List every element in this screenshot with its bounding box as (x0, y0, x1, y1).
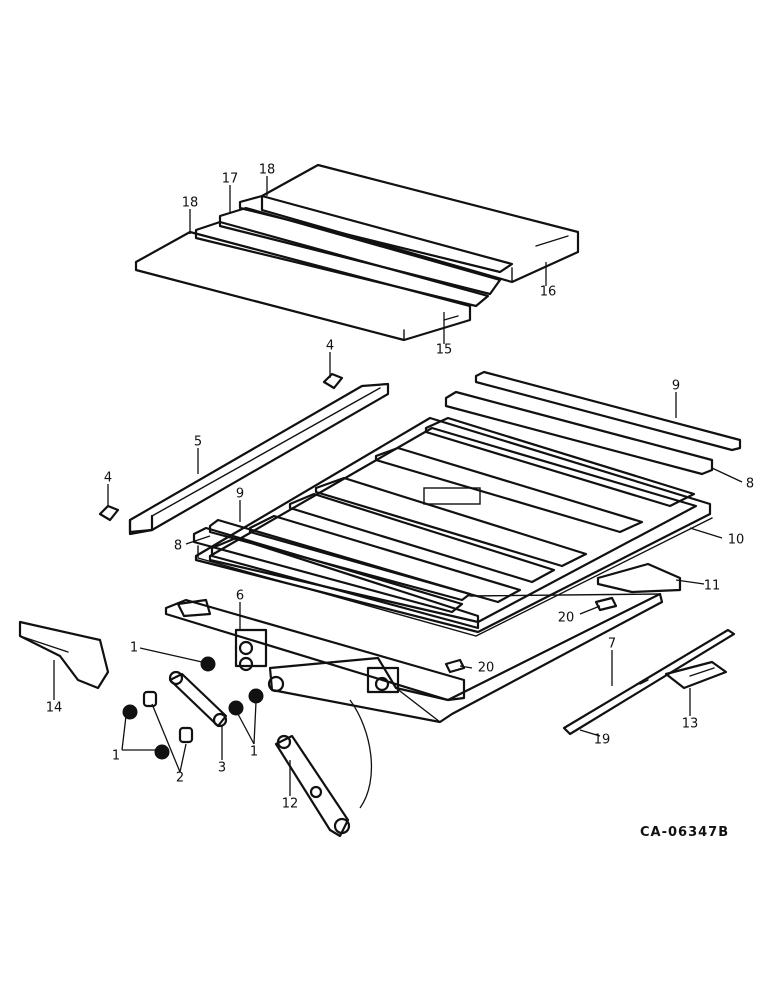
strip-9-left (208, 518, 472, 602)
frame-10-outline (194, 416, 712, 634)
callout-6: 6 (236, 589, 244, 604)
bar-6-bracket (176, 598, 212, 618)
drawing-code: CA-06347B (640, 825, 729, 840)
crossmember-d (374, 446, 644, 534)
side-channel-assembly (98, 372, 390, 536)
callout-8: 8 (746, 477, 754, 492)
bushing-1-a (200, 656, 216, 672)
callout-20: 20 (558, 611, 575, 626)
pan-15 (134, 230, 472, 342)
callout-9: 9 (672, 379, 680, 394)
callout-7: 7 (608, 637, 616, 652)
rod-19 (562, 628, 736, 736)
bar-6 (164, 598, 466, 702)
callout-2: 2 (176, 771, 184, 786)
clip-20-upper (594, 596, 618, 612)
callout-18: 18 (182, 196, 199, 211)
channel-5 (128, 382, 390, 534)
callout-1: 1 (112, 749, 120, 764)
callout-4: 4 (326, 339, 334, 354)
crossmember-c (314, 476, 588, 568)
clip-4-upper (322, 372, 344, 390)
clip-20-lower (444, 658, 466, 674)
crossmember-rear (424, 416, 696, 508)
spacer-2-a (142, 690, 158, 708)
hanger-12 (274, 734, 351, 838)
callout-13: 13 (682, 717, 699, 732)
callout-10: 10 (728, 533, 745, 548)
callout-8: 8 (174, 539, 182, 554)
callout-5: 5 (194, 435, 202, 450)
pivot-bracket-right (366, 666, 400, 694)
center-support (423, 487, 481, 505)
callout-11: 11 (704, 579, 721, 594)
strip-9-right (474, 370, 742, 452)
spacer-2-b (178, 726, 194, 744)
callout-3: 3 (218, 761, 226, 776)
callout-20: 20 (478, 661, 495, 676)
leader-lines (53, 176, 743, 796)
link-3 (168, 670, 228, 728)
plate-13 (664, 660, 728, 690)
bushings-and-spacers (122, 656, 264, 760)
lower-frame (164, 592, 664, 724)
callout-17: 17 (222, 172, 239, 187)
callout-labels: 1 1 1 2 3 4 4 5 6 7 8 8 9 9 10 11 12 13 … (46, 163, 754, 812)
callout-9: 9 (236, 487, 244, 502)
callout-15: 15 (436, 343, 453, 358)
frame-7 (268, 592, 664, 724)
crossmember-front (210, 536, 480, 630)
crossmember-b (288, 492, 556, 584)
strip-17 (218, 206, 502, 296)
shield-14 (18, 620, 110, 690)
callout-16: 16 (540, 285, 557, 300)
callout-4: 4 (104, 471, 112, 486)
bushing-1-b (122, 704, 138, 720)
strip-8-right (444, 390, 714, 476)
callout-19: 19 (594, 733, 611, 748)
callout-18: 18 (259, 163, 276, 178)
callout-12: 12 (282, 797, 299, 812)
crossmember-a (248, 514, 522, 604)
callout-1: 1 (130, 641, 138, 656)
clip-4-lower (98, 504, 120, 522)
upper-pan-assembly (134, 163, 580, 342)
side-rail-11 (596, 562, 682, 594)
callout-14: 14 (46, 701, 63, 716)
strip-18-lower (194, 220, 490, 308)
strip-18-upper (238, 194, 514, 274)
sieve-frame-10 (194, 416, 713, 637)
bushing-1-e (248, 688, 264, 704)
callout-1: 1 (250, 745, 258, 760)
bushing-1-d (228, 700, 244, 716)
bushing-1-c (154, 744, 170, 760)
